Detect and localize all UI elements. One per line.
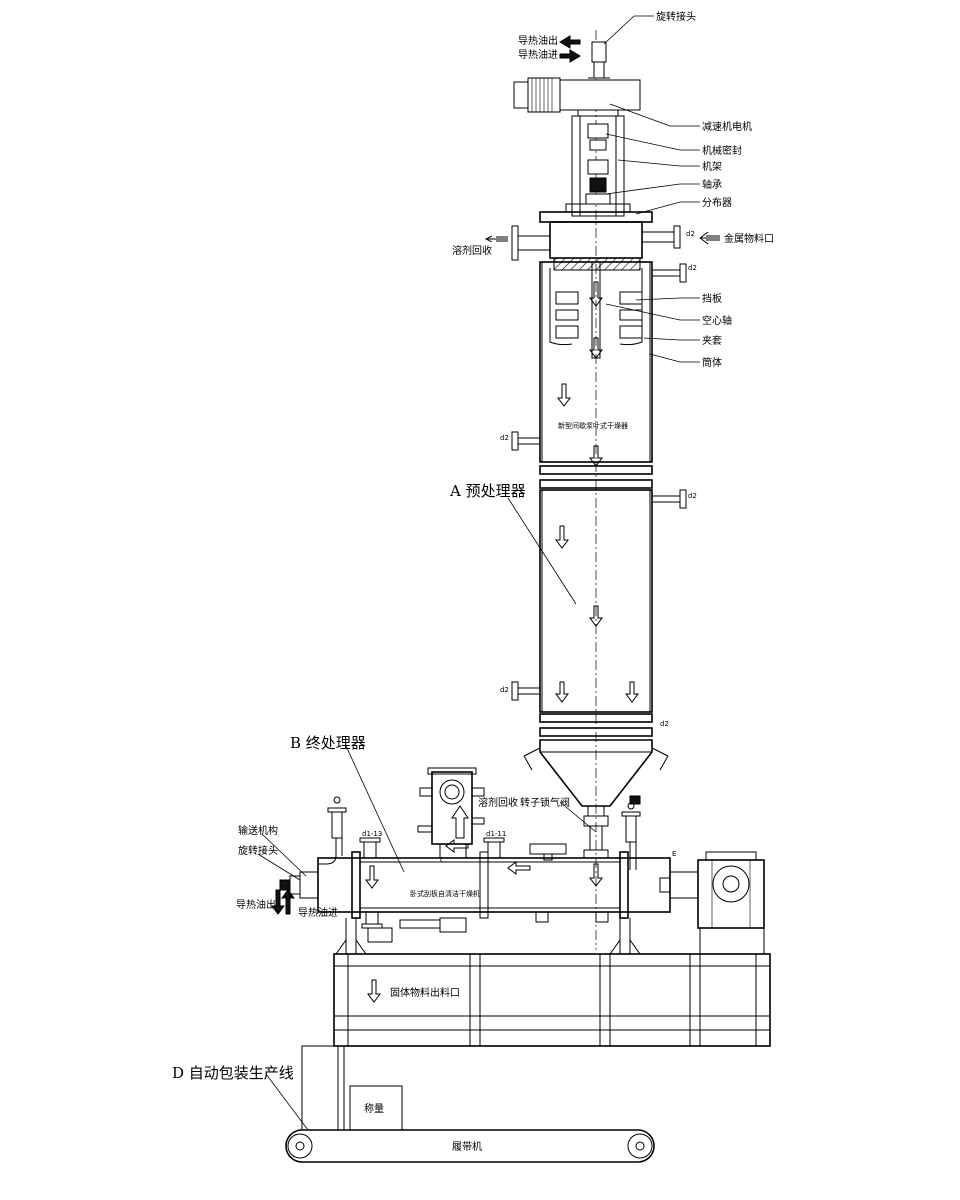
label-inlet: 金属物料口: [724, 232, 774, 245]
platform: [333, 953, 771, 1047]
vessel-a: [511, 489, 687, 737]
upper-vessel: [511, 261, 687, 463]
nozzle-tag-1: d2: [686, 230, 695, 238]
label-gear-motor: 减速机电机: [702, 120, 752, 133]
mid-flange: [539, 465, 653, 489]
label-equipment-d: D 自动包装生产线: [172, 1064, 294, 1082]
gear-motor: [513, 77, 641, 113]
label-equipment-b: B 终处理器: [290, 734, 366, 752]
flow-arrows-a: [555, 525, 639, 703]
label-rotary-valve: 转子锁气阀: [520, 796, 570, 809]
nozzle-tag-b4: c: [440, 856, 444, 864]
label-belt: 履带机: [452, 1140, 482, 1153]
label-jacket: 夹套: [702, 334, 722, 347]
label-hollow-shaft: 空心轴: [702, 314, 732, 327]
label-oil-out-top: 导热油出: [518, 34, 558, 47]
label-conveyor: 卧式刮板自清洁干燥机: [410, 889, 480, 898]
nozzle-tag-5: d2: [500, 686, 509, 694]
label-b-oil-in: 导热油进: [298, 906, 338, 919]
cone-hopper: [523, 739, 669, 807]
callout-leaders: [257, 15, 700, 1131]
support-legs: [335, 918, 641, 955]
flow-arrows-upper: [557, 281, 603, 467]
nozzle-tag-6: d2: [660, 720, 669, 728]
conveyor-b: [279, 837, 699, 943]
oil-arrows-top: [559, 35, 581, 63]
rotary-joint: [588, 41, 610, 79]
label-bearing: 轴承: [702, 178, 722, 191]
nozzle-tag-3: d2: [500, 434, 509, 442]
label-recycle: 溶剂回收: [452, 244, 492, 257]
label-vessel: 新型间歇浆叶式干燥器: [558, 421, 628, 430]
nozzle-tag-2: d2: [688, 264, 697, 272]
label-oil-in-top: 导热油进: [518, 48, 558, 61]
label-b-oil-out: 导热油出: [236, 898, 276, 911]
label-b-rotary-joint: 旋转接头: [238, 844, 278, 857]
gearbox: [697, 851, 765, 955]
label-shell: 筒体: [702, 356, 722, 369]
oil-arrows-b: [271, 889, 295, 915]
valve-stands: [318, 796, 641, 870]
label-b-conveying: 输送机构: [238, 824, 278, 837]
label-frame: 机架: [702, 160, 722, 173]
nozzle-tag-b3: E: [672, 850, 676, 858]
label-baffle: 挡板: [702, 292, 722, 305]
nozzle-tag-b2: d1-11: [486, 830, 506, 838]
distributor-head: [511, 211, 681, 271]
belt-conveyor: [285, 1045, 655, 1163]
drive-frame: [565, 109, 631, 217]
label-equipment-a: A 预处理器: [449, 482, 526, 500]
condenser: [417, 767, 485, 859]
label-rotary-joint: 旋转接头: [656, 10, 696, 23]
label-weighing: 称量: [364, 1102, 384, 1115]
label-discharge: 固体物料出料口: [390, 986, 460, 999]
label-distributor: 分布器: [702, 197, 732, 209]
recycle-arrow: [486, 237, 508, 241]
label-condenser: 溶剂回收: [478, 796, 518, 809]
nozzle-tag-b1: d1-13: [362, 830, 382, 838]
inlet-arrow: [699, 231, 720, 245]
flow-arrows-b: [365, 839, 603, 889]
label-mech-seal: 机械密封: [702, 144, 742, 157]
nozzle-tag-4: d2: [688, 492, 697, 500]
